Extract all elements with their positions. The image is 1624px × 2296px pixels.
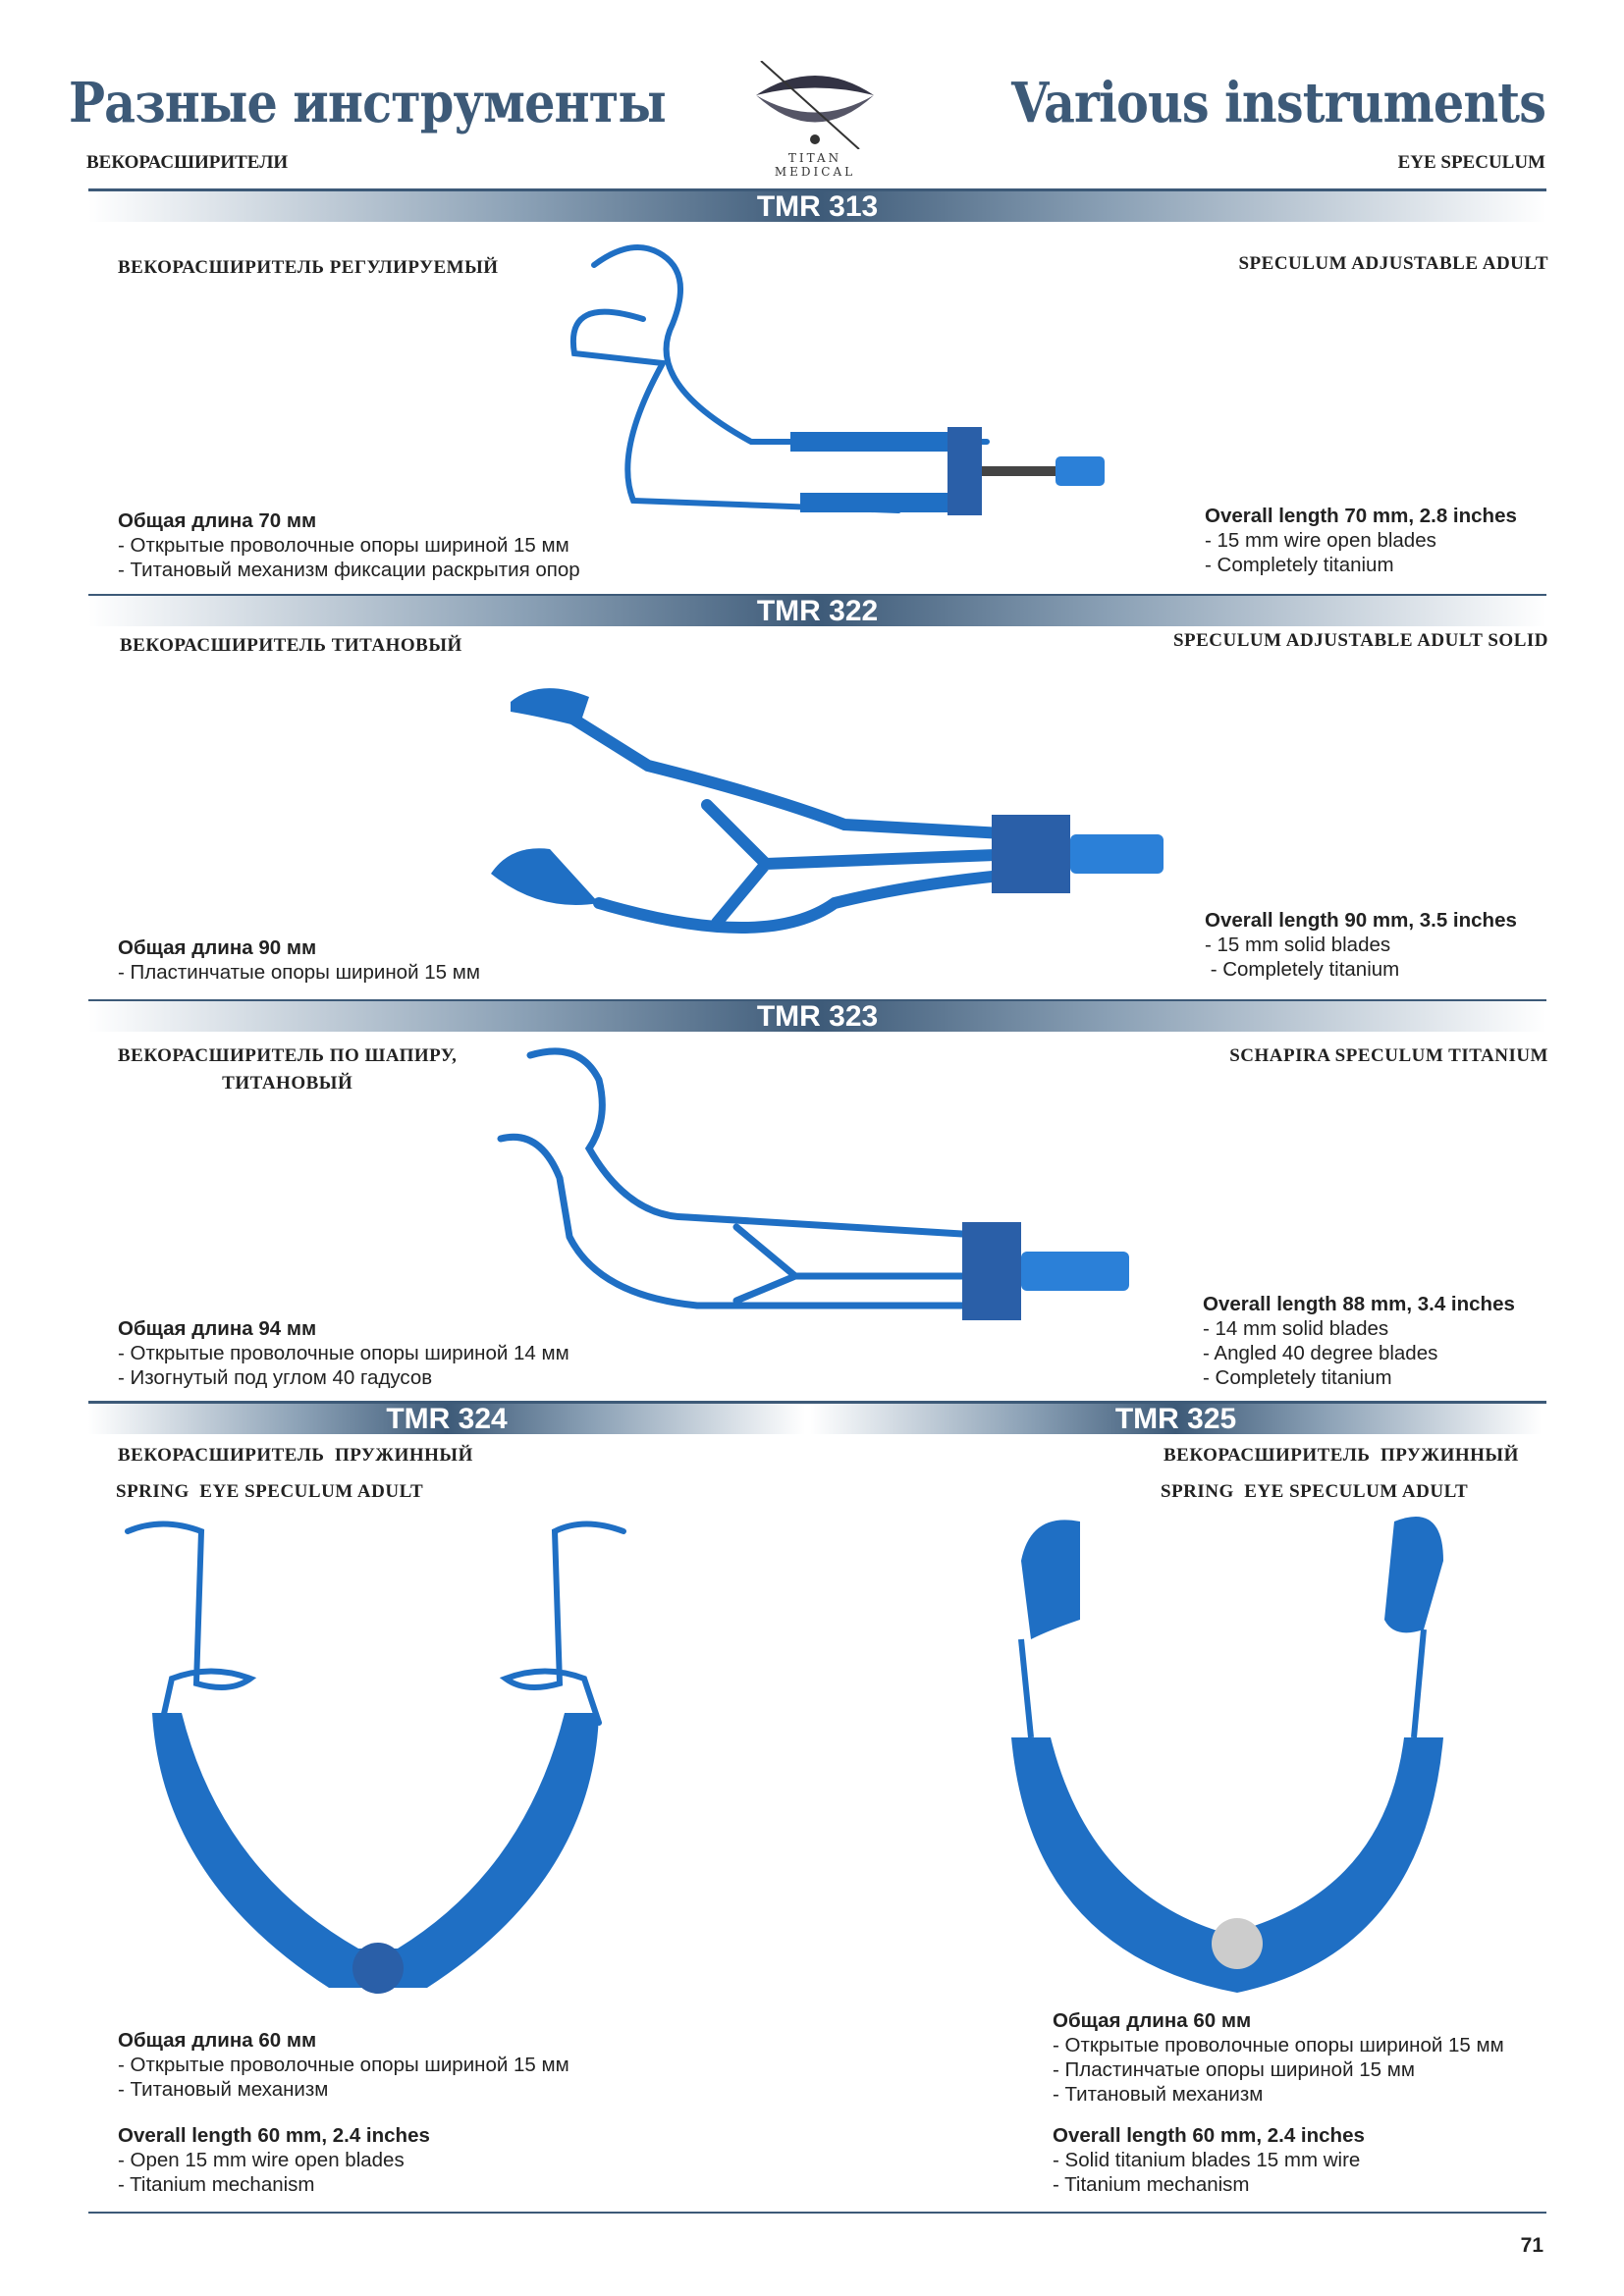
section-bar-tmr313: TMR 313 bbox=[88, 191, 1546, 222]
specs-en: Overall length 70 mm, 2.8 inches- 15 mm … bbox=[1205, 504, 1517, 577]
spec-line: Overall length 60 mm, 2.4 inches bbox=[1053, 2124, 1365, 2147]
divider bbox=[88, 999, 1546, 1002]
spec-line: - 14 mm solid blades bbox=[1203, 1317, 1389, 1340]
specs-ru: Общая длина 70 мм- Открытые проволочные … bbox=[118, 508, 580, 582]
specs-ru: Общая длина 90 мм- Пластинчатые опоры ши… bbox=[118, 935, 480, 985]
spec-line: - Angled 40 degree blades bbox=[1203, 1342, 1438, 1364]
product-name-ru: Векорасширитель регулируемый bbox=[118, 257, 499, 278]
section-bar-tmr322: TMR 322 bbox=[88, 596, 1546, 626]
specs-ru: Общая длина 94 мм- Открытые проволочные … bbox=[118, 1316, 569, 1390]
subtitle-en: Eye speculum bbox=[1397, 152, 1545, 173]
logo-text-titan: TITAN bbox=[787, 151, 842, 165]
page-title-en: Various instruments bbox=[1011, 71, 1546, 135]
spec-line: - 15 mm wire open blades bbox=[1205, 529, 1436, 552]
spec-line: Общая длина 90 мм bbox=[118, 936, 317, 959]
section-bar-tmr325: TMR 325 bbox=[810, 1404, 1542, 1434]
schapira-speculum-image bbox=[497, 1047, 1129, 1320]
spring-speculum-solid-image bbox=[1011, 1517, 1443, 1993]
spec-line: - Открытые проволочные опоры шириной 14 … bbox=[118, 1342, 569, 1364]
spec-line: - Открытые проволочные опоры шириной 15 … bbox=[1053, 2034, 1504, 2056]
divider bbox=[88, 594, 1546, 597]
spec-line: - Titanium mechanism bbox=[118, 2173, 315, 2196]
spec-line: - Completely titanium bbox=[1205, 958, 1400, 981]
spec-line: - 15 mm solid blades bbox=[1205, 934, 1391, 956]
speculum-adjustable-image bbox=[569, 244, 1105, 515]
subtitle-ru: Векорасширители bbox=[86, 152, 289, 173]
product-name-en: Speculum adjustable adult solid bbox=[1172, 630, 1548, 651]
spec-line: Overall length 60 mm, 2.4 inches bbox=[118, 2124, 430, 2147]
spec-line: Overall length 90 mm, 3.5 inches bbox=[1205, 909, 1517, 932]
spec-line: - Пластинчатые опоры шириной 15 мм bbox=[118, 961, 480, 984]
product-name-en: Schapira speculum titanium bbox=[1229, 1045, 1548, 1066]
product-name-ru: Векорасширитель титановый bbox=[120, 635, 462, 656]
product-name-en: Spring eye speculum adult bbox=[1161, 1481, 1469, 1502]
product-name-line: титановый bbox=[222, 1073, 353, 1094]
spec-line: - Completely titanium bbox=[1203, 1366, 1392, 1389]
spec-line: - Титановый механизм bbox=[1053, 2083, 1264, 2106]
speculum-solid-image bbox=[491, 688, 1164, 934]
specs-ru: Общая длина 60 мм- Открытые проволочные … bbox=[1053, 2008, 1504, 2107]
eye-logo-icon bbox=[756, 61, 874, 149]
spec-line: - Открытые проволочные опоры шириной 15 … bbox=[118, 534, 569, 557]
product-name-line: Векорасширитель по Шапиру, bbox=[118, 1045, 458, 1066]
product-name-ru: Векорасширитель пружинный bbox=[1164, 1445, 1519, 1466]
spec-line: Overall length 88 mm, 3.4 inches bbox=[1203, 1293, 1515, 1315]
spec-line: - Completely titanium bbox=[1205, 554, 1394, 576]
specs-en: Overall length 60 mm, 2.4 inches- Solid … bbox=[1053, 2123, 1365, 2197]
specs-en: Overall length 60 mm, 2.4 inches- Open 1… bbox=[118, 2123, 430, 2197]
section-bar-tmr323: TMR 323 bbox=[88, 1001, 1546, 1032]
footer-divider bbox=[88, 2212, 1546, 2214]
spec-line: - Titanium mechanism bbox=[1053, 2173, 1250, 2196]
product-name-ru: Векорасширитель по Шапиру, титановый bbox=[118, 1042, 457, 1097]
page-number: 71 bbox=[1520, 2234, 1543, 2257]
product-name-en: Speculum adjustable adult bbox=[1238, 253, 1548, 274]
page-title-ru: Разные инструменты bbox=[69, 71, 667, 135]
spec-line: - Титановый механизм фиксации раскрытия … bbox=[118, 559, 580, 581]
spec-line: Общая длина 94 мм bbox=[118, 1317, 317, 1340]
spec-line: - Пластинчатые опоры шириной 15 мм bbox=[1053, 2058, 1415, 2081]
spec-line: - Open 15 mm wire open blades bbox=[118, 2149, 405, 2171]
titan-medical-logo: TITAN MEDICAL bbox=[741, 61, 889, 179]
spec-line: - Титановый механизм bbox=[118, 2078, 329, 2101]
spec-line: - Открытые проволочные опоры шириной 15 … bbox=[118, 2054, 569, 2076]
logo-text-medical: MEDICAL bbox=[774, 165, 856, 179]
section-bar-tmr324: TMR 324 bbox=[88, 1404, 805, 1434]
spec-line: Общая длина 60 мм bbox=[118, 2029, 317, 2052]
product-name-en: Spring eye speculum adult bbox=[116, 1481, 424, 1502]
spec-line: - Изогнутый под углом 40 гадусов bbox=[118, 1366, 433, 1389]
divider bbox=[88, 1401, 1546, 1404]
specs-en: Overall length 88 mm, 3.4 inches- 14 mm … bbox=[1203, 1292, 1515, 1390]
spec-line: Общая длина 60 мм bbox=[1053, 2009, 1252, 2032]
specs-ru: Общая длина 60 мм- Открытые проволочные … bbox=[118, 2028, 569, 2102]
spec-line: Overall length 70 mm, 2.8 inches bbox=[1205, 505, 1517, 527]
specs-en: Overall length 90 mm, 3.5 inches- 15 mm … bbox=[1205, 908, 1517, 982]
spring-speculum-wire-image bbox=[125, 1521, 626, 1994]
spec-line: - Solid titanium blades 15 mm wire bbox=[1053, 2149, 1361, 2171]
divider bbox=[88, 188, 1546, 191]
spec-line: Общая длина 70 мм bbox=[118, 509, 317, 532]
product-name-ru: Векорасширитель пружинный bbox=[118, 1445, 473, 1466]
